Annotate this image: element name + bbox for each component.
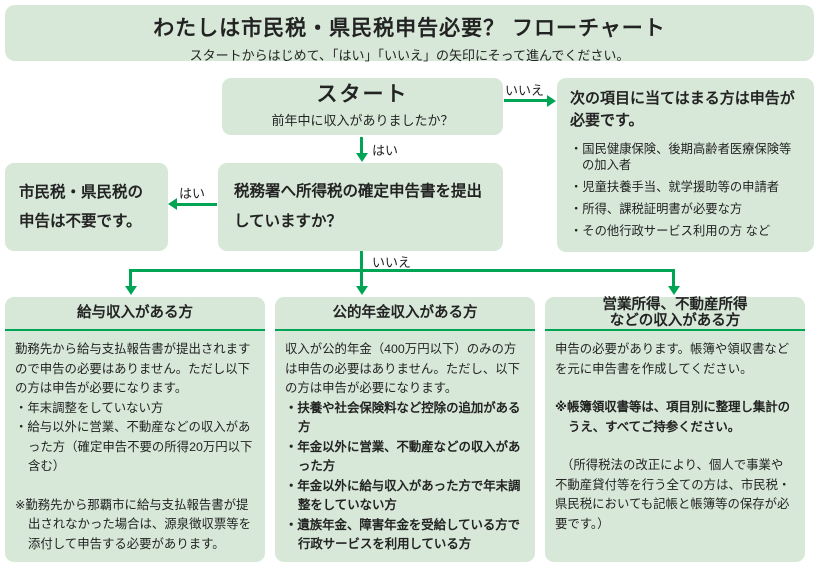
- label-yes-down: はい: [372, 143, 399, 158]
- required-item: ・国民健康保険、後期高齢者医療保険等の加入者: [570, 142, 792, 172]
- pension-income-body: 収入が公的年金（400万円以下）のみの方は申告の必要はありません。ただし、以下の…: [275, 331, 535, 555]
- required-item: ・その他行政サービス利用の方 など: [570, 224, 771, 238]
- business-paren-note: （所得税法の改正により、個人で事業や不動産貸付等を行う全ての方は、市民税・県民税…: [555, 458, 791, 531]
- salary-income-box: 給与収入がある方 勤務先から給与支払報告書が提出されますので申告の必要はありませ…: [5, 297, 265, 562]
- branch-stem-left: [129, 269, 132, 287]
- filing-required-heading: 次の項目に当てはまる方は申告が必要です。: [570, 90, 795, 129]
- arrowhead-down-icon: [668, 286, 680, 295]
- salary-bullet: ・年末調整をしていない方: [15, 400, 164, 415]
- arrowhead-right-icon: [547, 95, 556, 107]
- required-item: ・所得、課税証明書が必要な方: [570, 202, 743, 216]
- pension-bullet: ・遺族年金、障害年金を受給している方で行政サービスを利用している方: [285, 517, 521, 552]
- business-income-body: 申告の必要があります。帳簿や領収書などを元に申告書を作成してください。 ※帳簿領…: [545, 331, 805, 534]
- required-item: ・児童扶養手当、就学援助等の申請者: [570, 180, 780, 194]
- pension-income-title-wrap: 公的年金収入がある方: [275, 297, 535, 329]
- pension-bullet: ・年金以外に給与収入があった方で年末調整をしていない方: [285, 478, 521, 513]
- arrow-line-no-right: [504, 99, 548, 102]
- pension-income-box: 公的年金収入がある方 収入が公的年金（400万円以下）のみの方は申告の必要はあり…: [275, 297, 535, 562]
- arrowhead-down-icon: [356, 286, 368, 295]
- page-subtitle: スタートからはじめて、「はい」「いいえ」の矢印にそって進んでください。: [189, 48, 630, 63]
- page-title: わたしは市民税・県民税申告必要？ フローチャート: [153, 17, 666, 40]
- pension-bullet: ・扶養や社会保険料など控除の追加がある方: [285, 400, 521, 435]
- not-required-text: 市民税・県民税の申告は不要です。: [19, 184, 144, 230]
- branch-horizontal-line: [129, 269, 675, 272]
- salary-bullet: ・給与以外に営業、不動産などの収入があった方（確定申告不要の所得20万円以下含む…: [15, 420, 253, 473]
- business-income-title-wrap: 営業所得、不動産所得 などの収入がある方: [545, 297, 805, 329]
- header-banner: わたしは市民税・県民税申告必要？ フローチャート スタートからはじめて、「はい」…: [5, 5, 814, 63]
- start-title: スタート: [316, 83, 409, 106]
- salary-intro: 勤務先から給与支払報告書が提出されますので申告の必要はありません。ただし以下の方…: [15, 342, 251, 395]
- title-divider: [275, 329, 535, 331]
- branch-stem-right: [672, 269, 675, 287]
- business-income-title: 営業所得、不動産所得 などの収入がある方: [602, 297, 748, 329]
- title-divider: [5, 329, 265, 331]
- tax-office-question: 税務署へ所得税の確定申告書を提出していますか？: [234, 183, 483, 230]
- filing-required-box: 次の項目に当てはまる方は申告が必要です。 ・国民健康保険、後期高齢者医療保険等の…: [557, 78, 814, 252]
- label-no-branch: いいえ: [372, 255, 412, 270]
- business-note: ※帳簿領収書等は、項目別に整理し集計のうえ、すべてご持参ください。: [555, 400, 791, 434]
- salary-income-title: 給与収入がある方: [77, 305, 193, 321]
- not-required-box: 市民税・県民税の申告は不要です。: [5, 163, 168, 251]
- arrow-line-yes-left: [176, 203, 217, 206]
- title-divider: [545, 329, 805, 331]
- salary-income-body: 勤務先から給与支払報告書が提出されますので申告の必要はありません。ただし以下の方…: [5, 331, 265, 554]
- label-yes-left: はい: [179, 186, 206, 201]
- pension-income-title: 公的年金収入がある方: [332, 305, 478, 321]
- arrowhead-down-icon: [125, 286, 137, 295]
- arrowhead-left-icon: [168, 198, 177, 210]
- business-intro: 申告の必要があります。帳簿や領収書などを元に申告書を作成してください。: [555, 342, 790, 376]
- start-question: 前年中に収入がありましたか？: [271, 113, 454, 128]
- pension-bullet: ・年金以外に営業、不動産などの収入があった方: [285, 439, 521, 474]
- tax-office-box: 税務署へ所得税の確定申告書を提出していますか？: [218, 163, 503, 251]
- business-income-box: 営業所得、不動産所得 などの収入がある方 申告の必要があります。帳簿や領収書など…: [545, 297, 805, 562]
- label-no-to-required: いいえ: [505, 83, 545, 98]
- arrow-line-yes-down: [360, 137, 363, 154]
- salary-income-title-wrap: 給与収入がある方: [5, 297, 265, 329]
- salary-note: ※勤務先から那覇市に給与支払報告書が提出されなかった場合は、源泉徴収票等を添付し…: [15, 497, 252, 551]
- start-box: スタート 前年中に収入がありましたか？: [222, 78, 503, 135]
- arrowhead-down-icon: [356, 153, 368, 162]
- pension-intro: 収入が公的年金（400万円以下）のみの方は申告の必要はありません。ただし、以下の…: [285, 342, 521, 395]
